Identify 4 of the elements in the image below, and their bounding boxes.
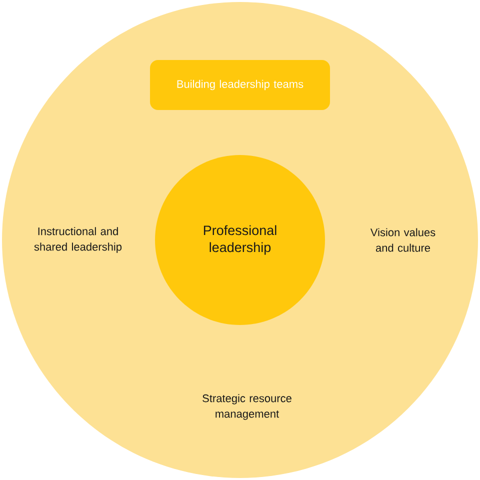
section-label: Vision values and culture: [370, 228, 436, 252]
section-label: Strategic resource management: [202, 394, 292, 420]
rounded-box: Building leadership teams: [150, 60, 330, 110]
section-label: Instructional and shared leadership: [34, 227, 122, 253]
